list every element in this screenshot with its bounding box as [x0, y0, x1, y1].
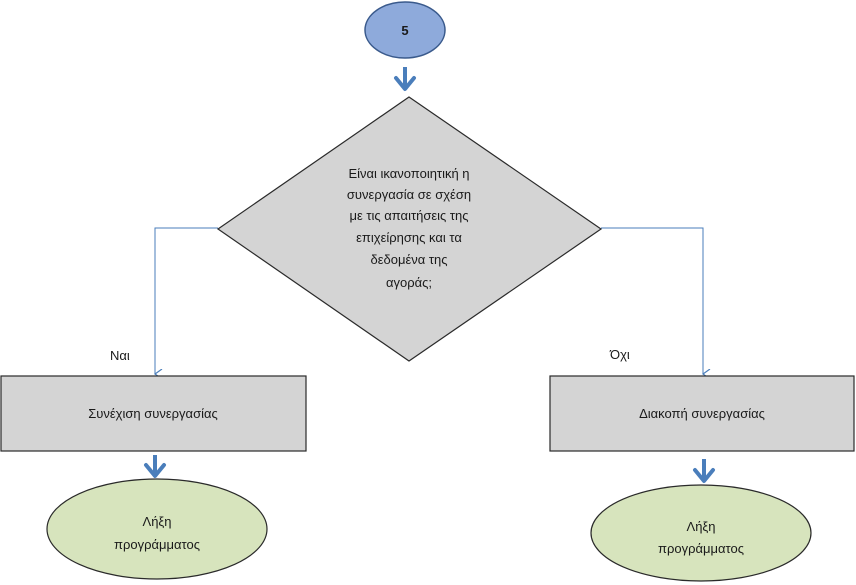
end-left-line-2: προγράμματος	[114, 537, 200, 552]
connector-label: 5	[401, 23, 408, 38]
decision-line-4: επιχείρησης και τα	[356, 230, 462, 245]
branch-yes-connector	[155, 227, 218, 374]
branch-no-label: Όχι	[609, 347, 630, 362]
arrow-continue-to-end	[144, 455, 166, 478]
arrow-stop-to-end	[693, 459, 715, 483]
process-continue-box	[0, 375, 307, 452]
connector-circle	[364, 1, 446, 59]
end-right-ellipse	[590, 484, 812, 582]
end-right: Λήξη προγράμματος	[590, 484, 812, 582]
process-stop: Διακοπή συνεργασίας	[549, 375, 855, 452]
decision-line-3: με τις απαιτήσεις της	[349, 208, 468, 223]
branch-yes-label: Ναι	[110, 348, 130, 363]
branch-no-connector	[601, 227, 703, 374]
decision-line-6: αγοράς;	[386, 275, 432, 290]
end-right-line-2: προγράμματος	[658, 541, 744, 556]
process-continue: Συνέχιση συνεργασίας	[0, 375, 307, 452]
end-left-line-1: Λήξη	[143, 514, 172, 529]
end-left: Λήξη προγράμματος	[46, 478, 268, 580]
connector-node: 5	[364, 1, 446, 59]
end-left-ellipse	[46, 478, 268, 580]
decision-line-2: συνεργασία σε σχέση	[347, 187, 471, 202]
decision-line-5: δεδομένα της	[370, 252, 447, 267]
decision-node: Είναι ικανοποιητική η συνεργασία σε σχέσ…	[216, 96, 603, 362]
process-stop-box	[549, 375, 855, 452]
process-continue-label: Συνέχιση συνεργασίας	[88, 406, 218, 421]
decision-line-1: Είναι ικανοποιητική η	[348, 166, 469, 181]
arrow-connector-to-decision	[394, 67, 416, 91]
decision-diamond	[216, 96, 603, 362]
end-right-line-1: Λήξη	[687, 519, 716, 534]
process-stop-label: Διακοπή συνεργασίας	[639, 406, 765, 421]
